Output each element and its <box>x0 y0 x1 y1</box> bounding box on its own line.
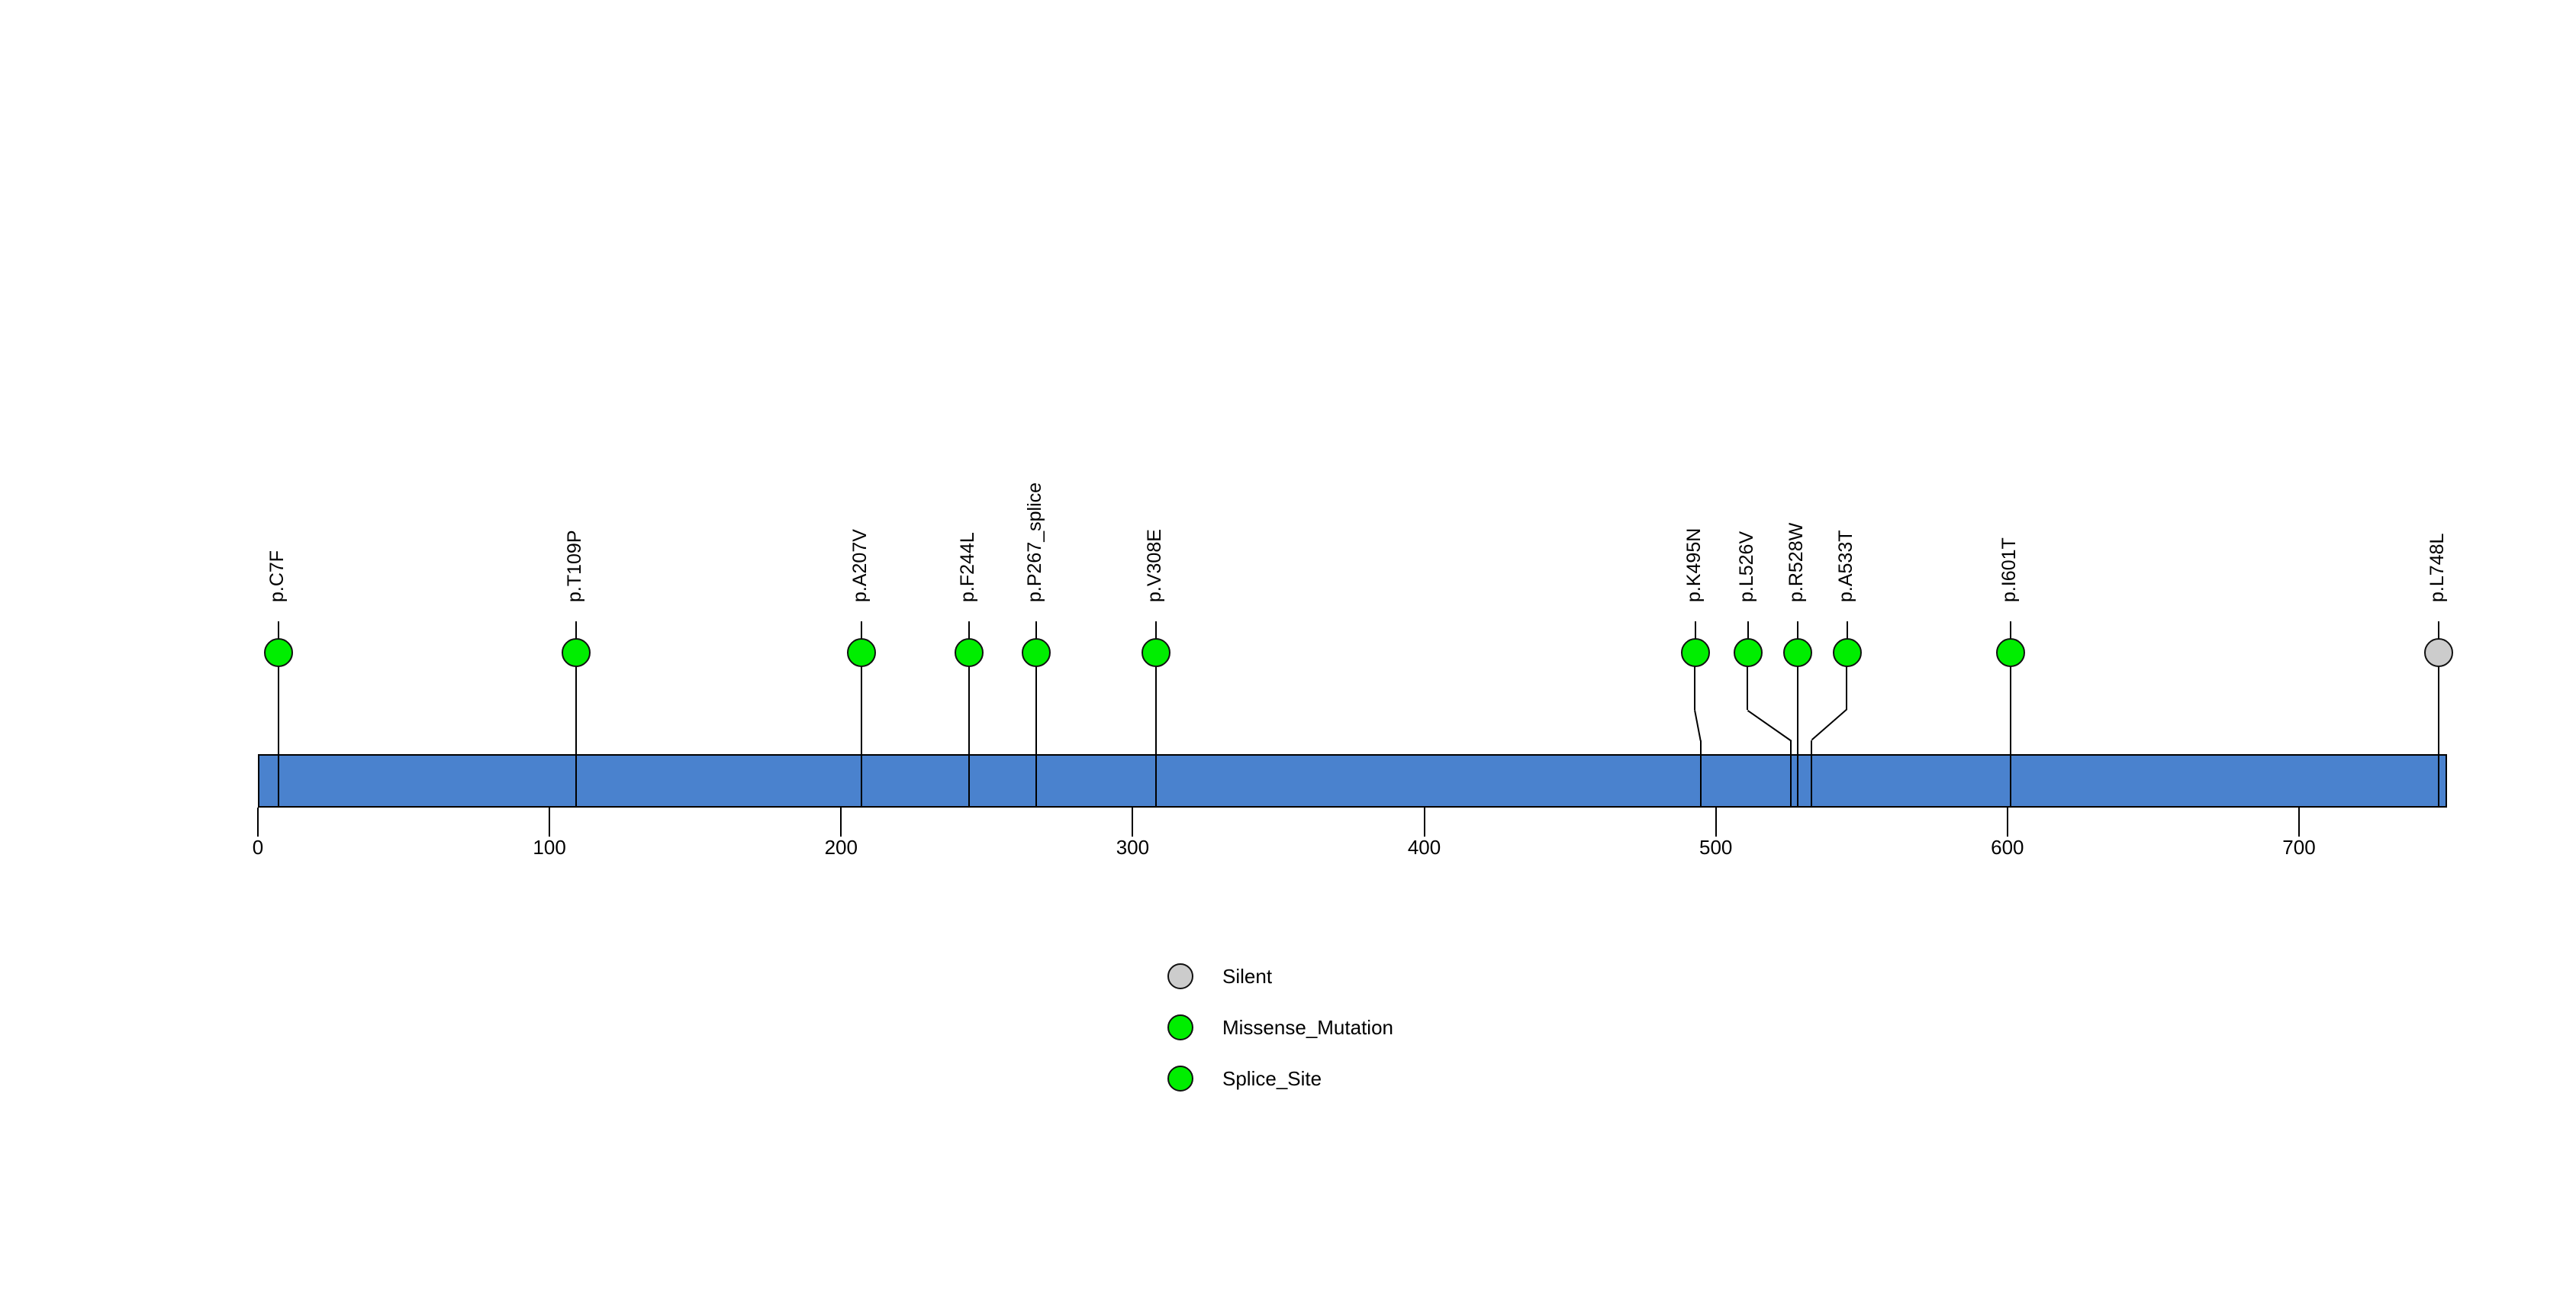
lollipop-head[interactable] <box>955 638 984 667</box>
legend-label: Silent <box>1222 964 1273 988</box>
legend-swatch-icon <box>1167 1066 1193 1092</box>
lollipop-stem-top <box>1747 621 1749 640</box>
lollipop-label: p.K495N <box>1682 527 1705 602</box>
legend-label: Splice_Site <box>1222 1066 1322 1090</box>
legend-swatch-icon <box>1167 1014 1193 1040</box>
axis-tick <box>1715 808 1717 837</box>
axis-tick <box>2006 808 2008 837</box>
lollipop-label: p.I601T <box>1998 537 2020 602</box>
lollipop-stem-upper <box>1845 666 1847 710</box>
lollipop-head[interactable] <box>1832 638 1862 667</box>
lollipop-label: p.V308E <box>1143 529 1165 602</box>
lollipop-stem-top <box>1154 621 1157 640</box>
axis-tick-label: 0 <box>252 836 264 859</box>
lollipop-label: p.A533T <box>1834 530 1856 602</box>
lollipop-stem-bend <box>1811 708 1847 740</box>
lollipop-stem-bend <box>1747 710 1792 742</box>
lollipop-stem <box>575 666 577 808</box>
axis-tick-label: 300 <box>1116 836 1150 859</box>
lollipop-stem-bend <box>1693 710 1702 741</box>
lollipop-stem-lower <box>1810 740 1812 808</box>
lollipop-stem <box>1154 666 1157 808</box>
lollipop-label: p.P267_splice <box>1024 482 1046 602</box>
lollipop-stem-top <box>968 621 971 640</box>
lollipop-stem-lower <box>1699 740 1702 808</box>
lollipop-stem-top <box>861 621 863 640</box>
lollipop-stem <box>277 666 279 808</box>
axis-tick <box>840 808 842 837</box>
axis-tick <box>549 808 551 837</box>
lollipop-stem-top <box>1694 621 1696 640</box>
axis-tick <box>2297 808 2300 837</box>
lollipop-label: p.F244L <box>957 532 979 602</box>
lollipop-stem-lower <box>1790 740 1792 808</box>
lollipop-head[interactable] <box>1141 638 1170 667</box>
lollipop-head[interactable] <box>1995 638 2025 667</box>
legend-label: Missense_Mutation <box>1222 1015 1393 1039</box>
lollipop-head[interactable] <box>1782 638 1812 667</box>
lollipop-stem <box>1796 666 1798 808</box>
lollipop-stem-top <box>1796 621 1798 640</box>
axis-tick <box>257 808 259 837</box>
lollipop-stem <box>1035 666 1038 808</box>
lollipop-stem <box>861 666 863 808</box>
lollipop-head[interactable] <box>2424 638 2454 667</box>
lollipop-stem <box>2009 666 2011 808</box>
lollipop-stem <box>2438 666 2440 808</box>
lollipop-head[interactable] <box>1733 638 1763 667</box>
lollipop-label: p.A207V <box>849 529 871 602</box>
axis-tick-label: 500 <box>1699 836 1733 859</box>
lollipop-label: p.T109P <box>563 530 585 602</box>
legend-swatch-icon <box>1167 963 1193 989</box>
axis-tick-label: 600 <box>1991 836 2024 859</box>
lollipop-head[interactable] <box>1022 638 1051 667</box>
lollipop-stem-top <box>2009 621 2011 640</box>
lollipop-stem-top <box>575 621 577 640</box>
lollipop-label: p.L526V <box>1735 531 1757 602</box>
legend-item-splice_site[interactable]: Splice_Site <box>1167 1066 1322 1092</box>
lollipop-stem <box>968 666 971 808</box>
lollipop-label: p.R528W <box>1785 522 1807 602</box>
lollipop-head[interactable] <box>263 638 293 667</box>
axis-tick-label: 400 <box>1407 836 1441 859</box>
lollipop-stem-top <box>1035 621 1038 640</box>
axis-tick <box>1423 808 1425 837</box>
lollipop-label: p.C7F <box>266 550 288 602</box>
lollipop-head[interactable] <box>1680 638 1710 667</box>
lollipop-stem-top <box>2438 621 2440 640</box>
axis-tick-label: 700 <box>2282 836 2316 859</box>
lollipop-stem-top <box>1846 621 1848 640</box>
lollipop-label: p.L748L <box>2426 533 2449 602</box>
lollipop-stem-upper <box>1693 666 1695 710</box>
protein-domain-bar <box>258 754 2447 808</box>
lollipop-head[interactable] <box>847 638 877 667</box>
axis-tick <box>1132 808 1134 837</box>
axis-tick-label: 200 <box>824 836 858 859</box>
axis-tick-label: 100 <box>533 836 566 859</box>
legend-item-missense_mutation[interactable]: Missense_Mutation <box>1167 1014 1393 1040</box>
legend-item-silent[interactable]: Silent <box>1167 963 1272 989</box>
lollipop-stem-upper <box>1746 666 1748 710</box>
lollipop-head[interactable] <box>561 638 591 667</box>
lollipop-stem-top <box>277 621 279 640</box>
